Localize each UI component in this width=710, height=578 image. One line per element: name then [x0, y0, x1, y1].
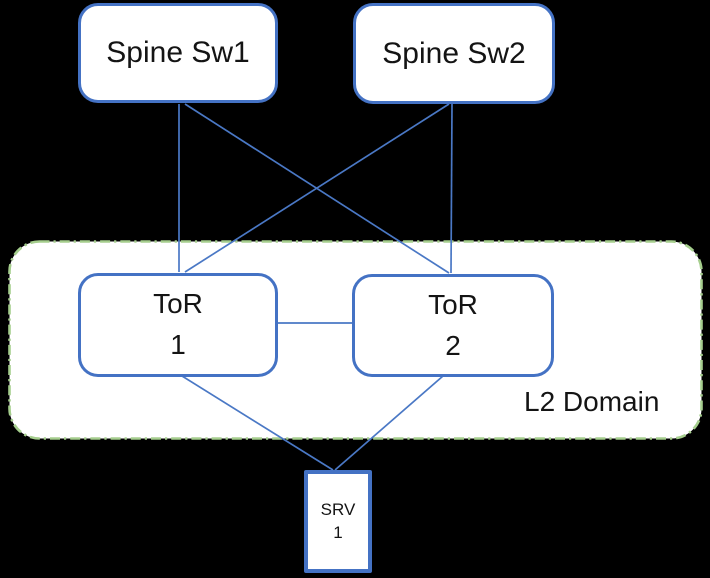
node-tor-2-label-line2: 2 [445, 329, 461, 361]
edge-tor1-srv1 [181, 375, 334, 471]
edge-spine2-tor2 [450, 103, 453, 274]
node-tor-2: ToR 2 [352, 274, 554, 377]
node-tor-1-label-line1: ToR [153, 288, 203, 320]
node-srv-1: SRV 1 [304, 470, 372, 573]
l2-domain-label: L2 Domain [524, 386, 660, 417]
node-spine-sw1: Spine Sw1 [78, 3, 278, 103]
node-tor-2-label-line1: ToR [428, 288, 478, 320]
node-tor-1: ToR 1 [78, 273, 278, 377]
node-spine-sw2-label: Spine Sw2 [382, 36, 526, 70]
edge-spine2-tor1 [184, 103, 450, 273]
node-spine-sw2: Spine Sw2 [353, 3, 555, 104]
node-srv-1-label-line2: 1 [333, 522, 343, 542]
node-spine-sw1-label: Spine Sw1 [106, 36, 250, 69]
edge-tor2-srv1 [334, 375, 444, 471]
connector-lines [178, 103, 453, 471]
node-tor-1-label-line2: 1 [170, 329, 186, 360]
node-srv-1-label-line1: SRV [320, 499, 356, 519]
